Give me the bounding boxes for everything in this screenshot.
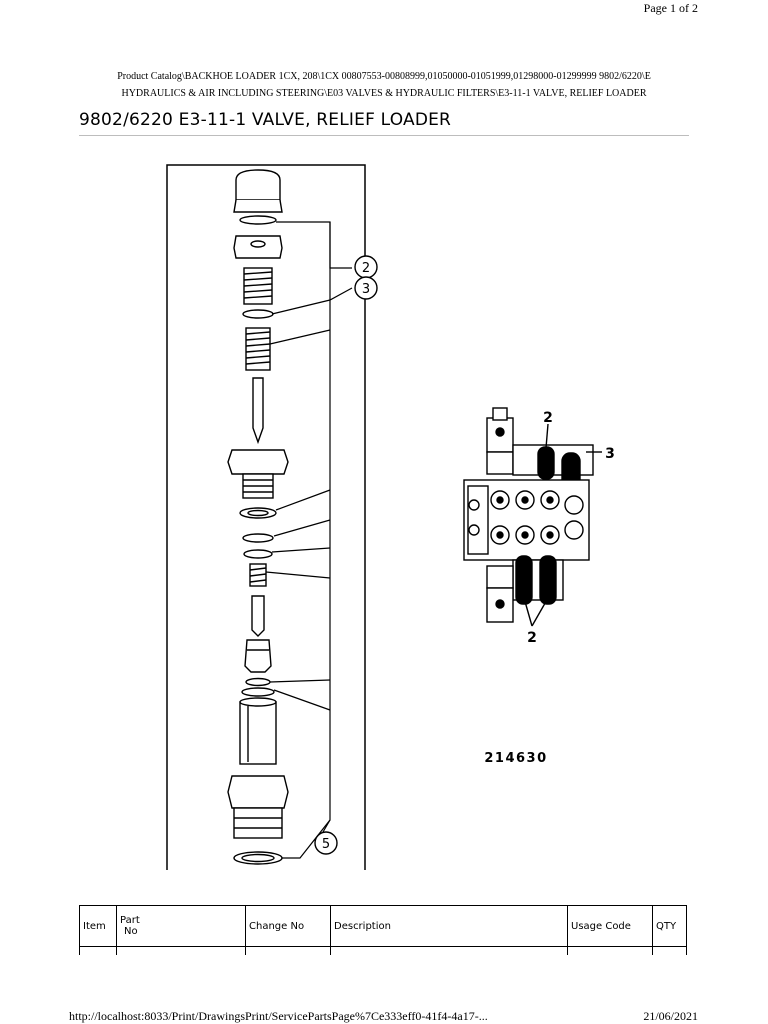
- col-usage-code: Usage Code: [567, 905, 653, 947]
- relief-valve-bottom-left: [515, 555, 533, 605]
- title-divider: [79, 135, 689, 136]
- callout-3: 3: [354, 276, 378, 300]
- o-ring-4: [243, 549, 273, 559]
- valve-housing: [227, 775, 289, 809]
- col-part-no-line2: No: [124, 926, 138, 937]
- spool-ports: [490, 490, 584, 545]
- page-number: Page 1 of 2: [643, 1, 698, 15]
- o-ring-2: [242, 309, 274, 319]
- spring-small: [249, 563, 267, 587]
- footer-url: http://localhost:8033/Print/DrawingsPrin…: [69, 1009, 488, 1023]
- breadcrumb: Product Catalog\BACKHOE LOADER 1CX, 208\…: [70, 68, 698, 102]
- spring-upper: [243, 267, 273, 305]
- breadcrumb-line-1: Product Catalog\BACKHOE LOADER 1CX, 208\…: [117, 71, 651, 82]
- col-qty: QTY: [652, 905, 687, 947]
- parts-table: Item Part No Change No Description Usage…: [79, 905, 687, 955]
- table-row: [79, 946, 687, 955]
- exploded-parts-drawing: 2 3 5 2 3 2: [166, 164, 615, 870]
- o-ring-top: [239, 215, 277, 225]
- relief-valve-bottom-right: [539, 555, 557, 605]
- svg-text:2: 2: [362, 261, 370, 276]
- footer-date: 21/06/2021: [643, 1009, 698, 1023]
- drawing-frame: [166, 164, 366, 870]
- callout-leader-lines: [265, 221, 353, 859]
- drawing-number: 214630: [484, 751, 547, 766]
- inset-label-2-bottom: 2: [527, 630, 537, 646]
- col-part-no-line1: Part: [120, 915, 140, 926]
- o-ring-3: [242, 533, 274, 543]
- breadcrumb-line-2: HYDRAULICS & AIR INCLUDING STEERING\E03 …: [121, 88, 647, 99]
- valve-sleeve: [239, 701, 277, 765]
- relief-valve-exploded-view: [227, 169, 289, 865]
- valve-seat: [244, 639, 272, 673]
- callout-2: 2: [354, 255, 378, 279]
- callout-5: 5: [314, 831, 338, 855]
- col-change-no: Change No: [245, 905, 331, 947]
- o-ring-6: [241, 687, 275, 697]
- inset-label-3: 3: [605, 446, 615, 462]
- col-part-no: Part No: [116, 905, 246, 947]
- spring-middle: [245, 327, 271, 371]
- valve-block-inset: [463, 407, 602, 627]
- adjuster-pin: [252, 377, 264, 445]
- table-header-row: Item Part No Change No Description Usage…: [79, 905, 687, 947]
- poppet: [251, 595, 265, 637]
- adjuster-body: [227, 449, 289, 475]
- relief-valve-top-left: [537, 446, 555, 480]
- svg-text:3: 3: [362, 282, 370, 297]
- col-description: Description: [330, 905, 568, 947]
- svg-text:5: 5: [322, 837, 330, 852]
- col-item: Item: [79, 905, 117, 947]
- inset-label-2-top: 2: [543, 410, 553, 426]
- page-title: 9802/6220 E3-11-1 VALVE, RELIEF LOADER: [79, 110, 452, 130]
- valve-cap: [235, 169, 281, 201]
- o-ring-5: [245, 677, 271, 687]
